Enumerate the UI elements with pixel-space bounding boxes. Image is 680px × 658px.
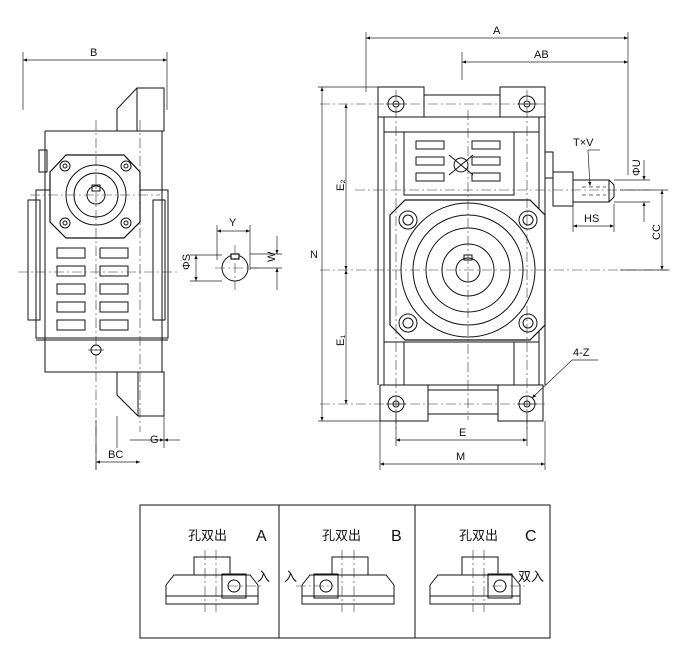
dim-y-label: Y — [229, 217, 237, 229]
dim-e1-label: E₁ — [335, 335, 347, 346]
dim-phis-label: ΦS — [181, 254, 193, 270]
dim-phiu-label: ΦU — [631, 159, 643, 176]
dim-e-label: E — [459, 427, 466, 439]
config-b-side: 入 — [284, 569, 297, 584]
dim-4z-label: 4-Z — [573, 347, 590, 359]
config-c-letter: C — [525, 528, 537, 545]
config-c-label: 孔双出 — [459, 528, 498, 543]
dim-cc-label: CC — [651, 224, 663, 240]
dim-n-label: N — [310, 249, 318, 261]
front-view: A AB — [310, 25, 670, 470]
dim-w-label: W — [266, 251, 278, 262]
dim-a-label: A — [493, 25, 501, 37]
dim-m-label: M — [456, 451, 465, 463]
config-a-label: 孔双出 — [188, 528, 227, 543]
dim-bc-label: BC — [108, 449, 123, 461]
dim-g-label: G — [150, 434, 159, 446]
config-c: 孔双出 C 双入 — [429, 528, 544, 612]
config-a: 孔双出 A 入 — [165, 528, 270, 612]
config-b: 孔双出 B 入 — [284, 528, 402, 612]
config-a-side: 入 — [257, 569, 270, 584]
config-c-side: 双入 — [518, 569, 544, 584]
configuration-table: 孔双出 A 入 孔双出 B 入 孔双出 — [139, 504, 551, 639]
config-a-letter: A — [256, 528, 267, 545]
config-b-letter: B — [391, 528, 402, 545]
dim-b-label: B — [90, 47, 97, 59]
dim-txv-label: T×V — [573, 137, 594, 149]
dim-ab-label: AB — [534, 49, 549, 61]
config-b-label: 孔双出 — [322, 528, 361, 543]
key-detail: Y ΦS W — [181, 217, 282, 290]
side-view: B — [18, 47, 180, 470]
dim-e2-label: E₂ — [335, 179, 347, 191]
dim-hs-label: HS — [584, 213, 599, 225]
